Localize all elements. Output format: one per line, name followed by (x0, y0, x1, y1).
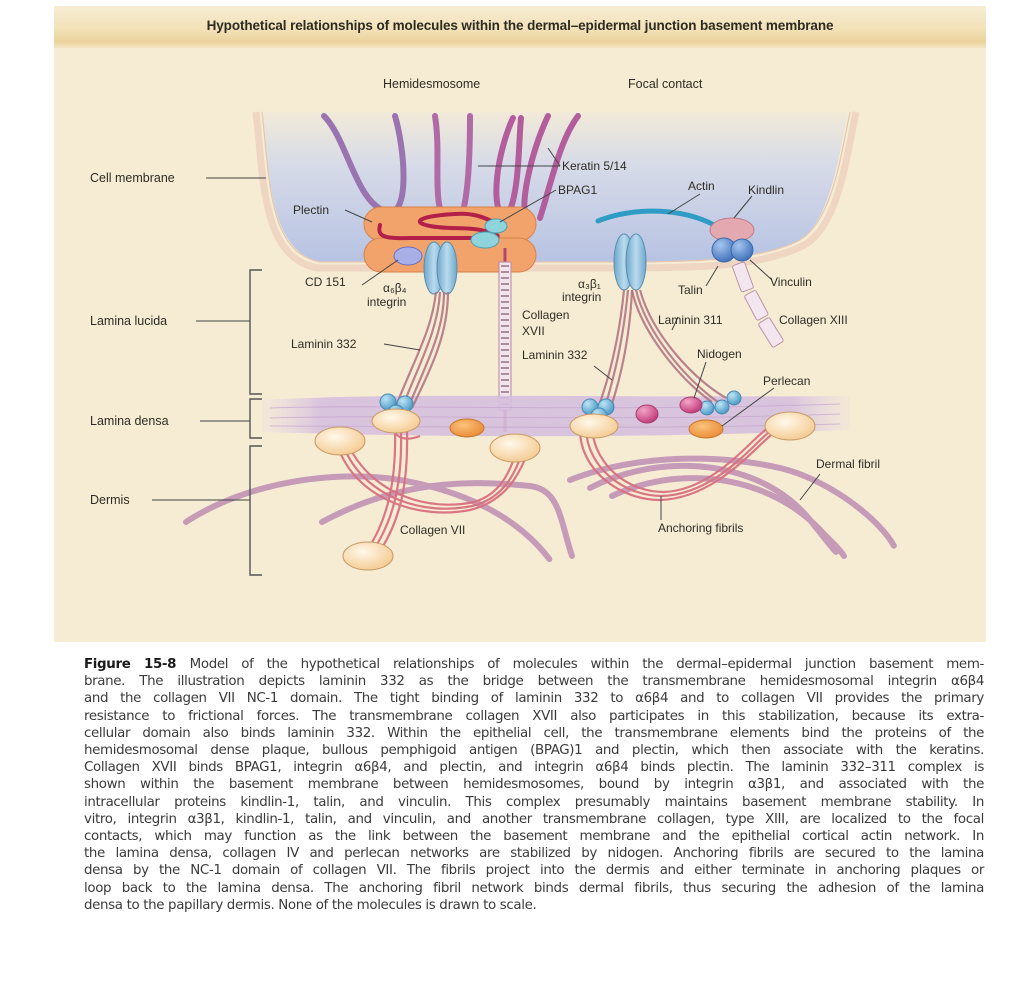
hemidesmosome-header: Hemidesmosome (383, 77, 480, 91)
a6b4-integrin-label: integrin (367, 295, 406, 309)
focal-contact-header: Focal contact (628, 77, 703, 91)
caption-line: and the collagen VII NC-1 domain. The ti… (84, 691, 984, 707)
actin-label: Actin (688, 179, 715, 193)
lamina-densa-label: Lamina densa (90, 414, 169, 428)
a3b1-integrin-label: integrin (562, 290, 601, 304)
perlecan-label: Perlecan (763, 374, 810, 388)
laminin-332-left (394, 291, 450, 409)
dermal-fibril-label: Dermal fibril (816, 457, 880, 471)
a3b1-label: α₃β₁ (578, 277, 601, 291)
actin-filament (595, 208, 719, 229)
caption-line: densa to the papillary dermis. None of t… (84, 897, 537, 913)
figure-title-bar: Hypothetical relationships of molecules … (54, 6, 986, 48)
figure-panel: Hypothetical relationships of molecules … (54, 6, 986, 642)
caption-figure-number: Figure 15-8 (84, 657, 190, 672)
perlecan (688, 419, 724, 439)
cd151 (393, 246, 423, 266)
collagen17-label: Collagen (522, 308, 569, 322)
plectin-label: Plectin (293, 203, 329, 217)
lamina-lucida-label: Lamina lucida (90, 314, 167, 328)
laminin-332-right (596, 289, 634, 411)
a6b4-integrin (423, 241, 458, 295)
dermis-label: Dermis (90, 493, 130, 507)
caption-line: vitro, integrin α3β1, kindlin-1, talin, … (84, 811, 984, 827)
laminin332-left-label: Laminin 332 (291, 337, 357, 351)
vinculin-label: Vinculin (770, 275, 812, 289)
caption-line: brane. The illustration depicts laminin … (84, 674, 984, 690)
collagen-xiii (732, 261, 784, 348)
basement-membrane-diagram: Hemidesmosome Focal contact Cell membran… (90, 77, 897, 576)
anchoring-plaques (314, 408, 816, 571)
caption-line: shown within the basement membrane betwe… (84, 777, 984, 793)
a6b4-label: α₆β₄ (383, 281, 407, 295)
collagen-vii-fibrils (338, 427, 781, 563)
kindlin-label: Kindlin (748, 183, 784, 197)
bpag1 (484, 218, 508, 234)
caption-line: Collagen XVII binds BPAG1, integrin α6β4… (84, 760, 984, 776)
vinculin (730, 238, 754, 262)
perlecan-left (449, 418, 485, 438)
talin-label: Talin (678, 283, 703, 297)
caption-line: the lamina densa, collagen IV and perlec… (84, 846, 984, 862)
kindlin (709, 217, 755, 243)
anchoring-fibrils-label: Anchoring fibrils (658, 521, 743, 535)
caption-line: cellular domain also binds laminin 332. … (84, 725, 984, 741)
nidogen-label: Nidogen (697, 347, 742, 361)
cell-membrane-label: Cell membrane (90, 171, 175, 185)
cd151-label: CD 151 (305, 275, 346, 289)
keratin-label: Keratin 5/14 (562, 159, 627, 173)
a3b1-integrin (613, 233, 647, 291)
bpag1-label: BPAG1 (558, 183, 597, 197)
cell-membrane (252, 111, 860, 272)
figure-title: Hypothetical relationships of molecules … (206, 18, 834, 33)
laminin-311 (630, 289, 727, 403)
caption-line: densa by the NC-1 domain of collagen VII… (84, 863, 984, 879)
bpag1-2 (470, 231, 500, 249)
collagen17-xvii-label: XVII (522, 324, 545, 338)
caption-line: hemidesmosomal dense plaque, bullous pem… (84, 743, 984, 759)
layer-brackets (249, 269, 262, 576)
laminin332-mid-label: Laminin 332 (522, 348, 588, 362)
plectin-strand (377, 211, 507, 241)
caption-line: intracellular proteins kindlin-1, talin,… (84, 794, 984, 810)
dermal-fibrils (183, 455, 897, 563)
collagen13-label: Collagen XIII (779, 313, 848, 327)
caption-line: resistance to frictional forces. The tra… (84, 708, 984, 724)
nidogen (679, 396, 703, 414)
leader-lines (152, 147, 821, 520)
collagen7-label: Collagen VII (400, 523, 465, 537)
figure-caption: Figure 15-8 Model of the hypothetical re… (84, 656, 984, 914)
caption-line: contacts, which may function as the link… (84, 829, 984, 845)
caption-line: loop back to the lamina densa. The ancho… (84, 880, 984, 896)
nidogen-2 (635, 404, 659, 424)
laminin311-label: Laminin 311 (658, 313, 723, 327)
caption-line: Figure 15-8 Model of the hypothetical re… (84, 657, 984, 672)
